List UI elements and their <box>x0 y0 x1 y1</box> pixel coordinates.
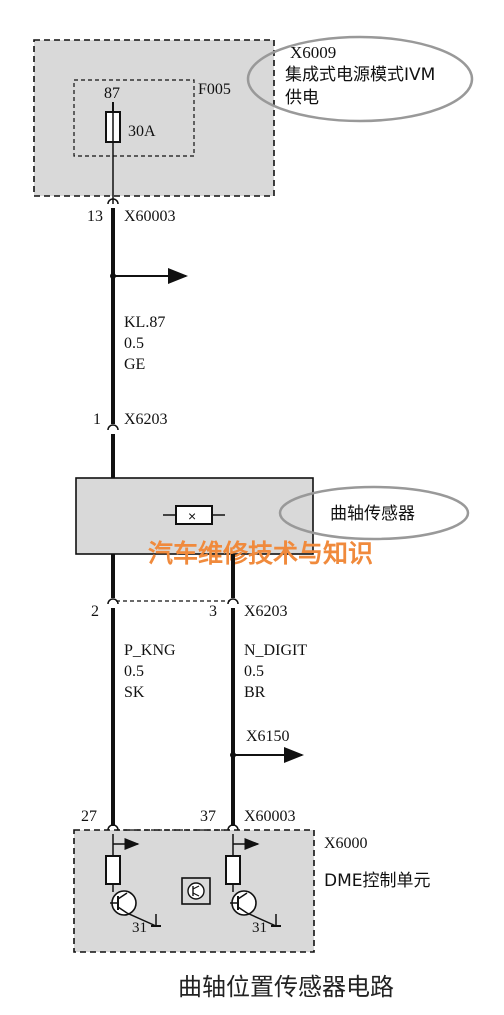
fuse-id-label: F005 <box>198 81 231 98</box>
watermark-text: 汽车维修技术与知识 <box>148 539 373 568</box>
wire-left-size: 0.5 <box>124 663 144 680</box>
connector-x6203-bottom-left-icon <box>107 598 119 605</box>
dme-connector-label: X6000 <box>324 835 368 852</box>
x60003-top-pin: 13 <box>87 208 103 225</box>
ivm-name-line1: 集成式电源模式IVM <box>285 65 435 85</box>
x6203-bottom-pin-left: 2 <box>91 603 99 620</box>
connector-x60003-bottom-right-icon <box>227 824 239 831</box>
branch-x6150-label: X6150 <box>246 728 290 745</box>
wire-kl87-size: 0.5 <box>124 335 144 352</box>
wire-right-size: 0.5 <box>244 663 264 680</box>
diagram-caption: 曲轴位置传感器电路 <box>178 973 394 1001</box>
connector-x60003-bottom-left-icon <box>107 824 119 831</box>
x60003-top-label: X60003 <box>124 208 176 225</box>
x6203-top-pin: 1 <box>93 411 101 428</box>
ivm-name-line2: 供电 <box>285 88 319 108</box>
dme-right-circuit-icon <box>225 834 281 927</box>
sensor-symbol-icon: × <box>163 505 225 525</box>
ivm-highlight-ellipse <box>246 35 474 123</box>
ivm-connector-label: X6009 <box>290 43 336 62</box>
wire-right-signal: N_DIGIT <box>244 642 307 659</box>
x6203-bottom-pin-right: 3 <box>209 603 217 620</box>
connector-x6203-bottom-right-icon <box>227 598 239 605</box>
dme-ground-right: 31 <box>252 920 267 936</box>
wire-left-color: SK <box>124 684 145 701</box>
connector-x6203-top-icon <box>107 424 119 431</box>
sensor-name: 曲轴传感器 <box>330 504 415 524</box>
wire-kl87-color: GE <box>124 356 145 373</box>
x6203-bottom-label: X6203 <box>244 603 288 620</box>
wire-right-color: BR <box>244 684 266 701</box>
dme-chip-icon <box>181 877 211 905</box>
x60003-bottom-pin-left: 27 <box>81 808 97 825</box>
sensor-highlight-ellipse <box>278 485 470 541</box>
fuse-box <box>73 79 195 157</box>
dme-name: DME控制单元 <box>324 871 431 891</box>
svg-text:×: × <box>188 508 196 524</box>
dme-left-circuit-icon <box>105 834 161 927</box>
fuse-rating-label: 30A <box>128 123 156 140</box>
dme-ground-left: 31 <box>132 920 147 936</box>
wire-left-signal: P_KNG <box>124 642 176 659</box>
x60003-bottom-pin-right: 37 <box>200 808 216 825</box>
x6203-top-label: X6203 <box>124 411 168 428</box>
wire-kl87-signal: KL.87 <box>124 314 165 331</box>
x60003-bottom-label: X60003 <box>244 808 296 825</box>
fuse-pin-label: 87 <box>104 85 120 102</box>
